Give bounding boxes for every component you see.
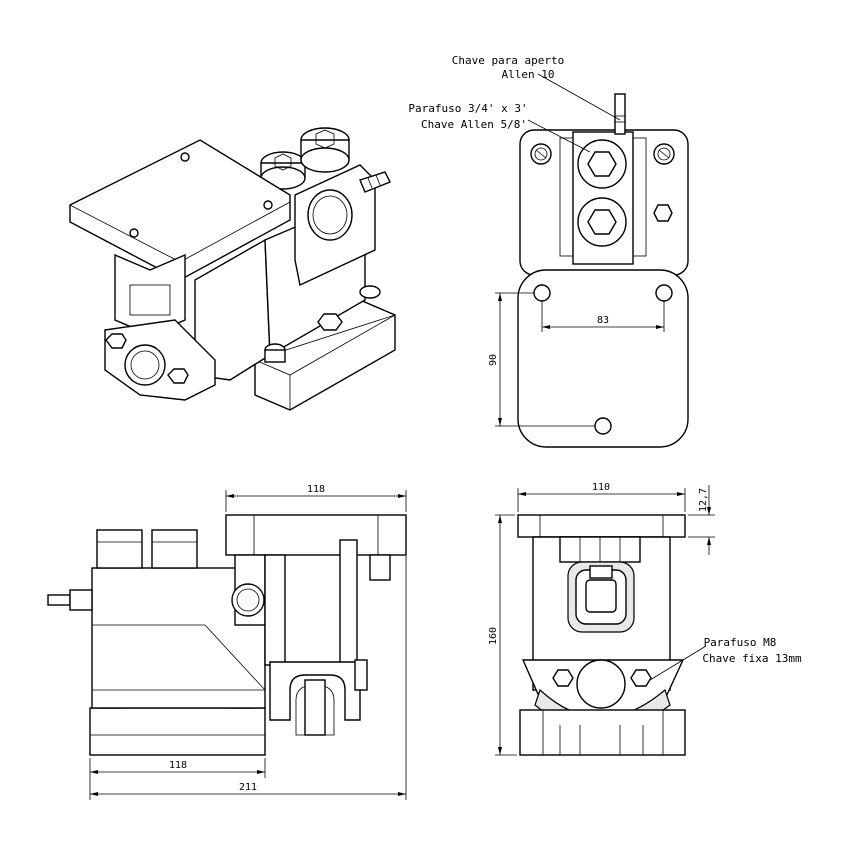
- dimension-90: 90: [488, 354, 499, 366]
- wrench-annotation-line1: Chave para aperto: [452, 54, 565, 67]
- m8-annotation-line1: Parafuso M8: [704, 636, 777, 649]
- wrench-annotation-line2: Allen 10: [502, 68, 555, 81]
- dimension-211: 211: [239, 782, 257, 793]
- screw-annotation-line1: Parafuso 3/4' x 3': [408, 102, 527, 115]
- screw-annotation-line2: Chave Allen 5/8': [421, 118, 527, 131]
- m8-annotation-line2: Chave fixa 13mm: [702, 652, 802, 665]
- dimension-160: 160: [488, 627, 499, 645]
- top-view: [495, 73, 689, 448]
- dimension-118-bottom: 118: [169, 760, 187, 771]
- side-view: [47, 490, 407, 800]
- front-view: [495, 485, 715, 756]
- dimension-118-top: 118: [307, 484, 325, 495]
- dimension-83: 83: [597, 315, 609, 326]
- isometric-view: [69, 127, 396, 411]
- dimension-12-7: 12,7: [698, 488, 709, 512]
- dimension-110: 110: [592, 482, 610, 493]
